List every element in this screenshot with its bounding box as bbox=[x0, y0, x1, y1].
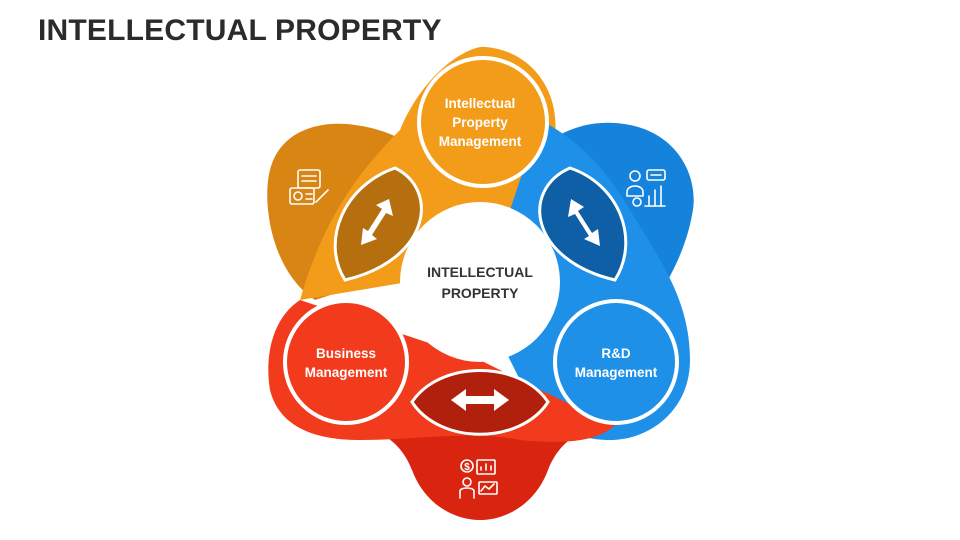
node-business-label-line2: Management bbox=[305, 365, 388, 380]
documents-certificate-icon bbox=[289, 169, 329, 205]
node-ip-label-line1: Intellectual bbox=[445, 96, 516, 111]
center-label-line1: INTELLECTUAL bbox=[427, 264, 533, 280]
node-business-management[interactable] bbox=[283, 299, 409, 425]
connector-ip-rd bbox=[538, 166, 628, 282]
center-label-line2: PROPERTY bbox=[441, 285, 519, 301]
node-circles bbox=[283, 56, 679, 425]
connectors bbox=[333, 166, 628, 436]
node-business-label-line1: Business bbox=[316, 346, 376, 361]
arrow-business-rd bbox=[451, 389, 509, 411]
arrow-ip-business bbox=[361, 199, 393, 245]
node-ip-label-line3: Management bbox=[439, 134, 522, 149]
analyst-chart-icon bbox=[626, 169, 666, 207]
arrow-ip-rd bbox=[568, 199, 600, 246]
node-ip-label: Intellectual Property Management bbox=[439, 96, 522, 149]
node-rd-management[interactable] bbox=[553, 299, 679, 425]
node-rd-label: R&D Management bbox=[575, 346, 658, 380]
node-ip-label-line2: Property bbox=[452, 115, 508, 130]
node-ip-management[interactable] bbox=[417, 56, 549, 188]
center-circle bbox=[400, 202, 560, 362]
node-rd-label-line1: R&D bbox=[601, 346, 630, 361]
page-title: INTELLECTUAL PROPERTY bbox=[38, 14, 442, 47]
node-business-label: Business Management bbox=[305, 346, 388, 380]
center-label: INTELLECTUAL PROPERTY bbox=[427, 264, 533, 301]
connector-business-rd bbox=[410, 369, 550, 436]
node-rd-label-line2: Management bbox=[575, 365, 658, 380]
svg-text:$: $ bbox=[464, 462, 470, 473]
finance-presentation-icon: $ bbox=[459, 459, 498, 499]
connector-ip-business bbox=[333, 166, 423, 282]
